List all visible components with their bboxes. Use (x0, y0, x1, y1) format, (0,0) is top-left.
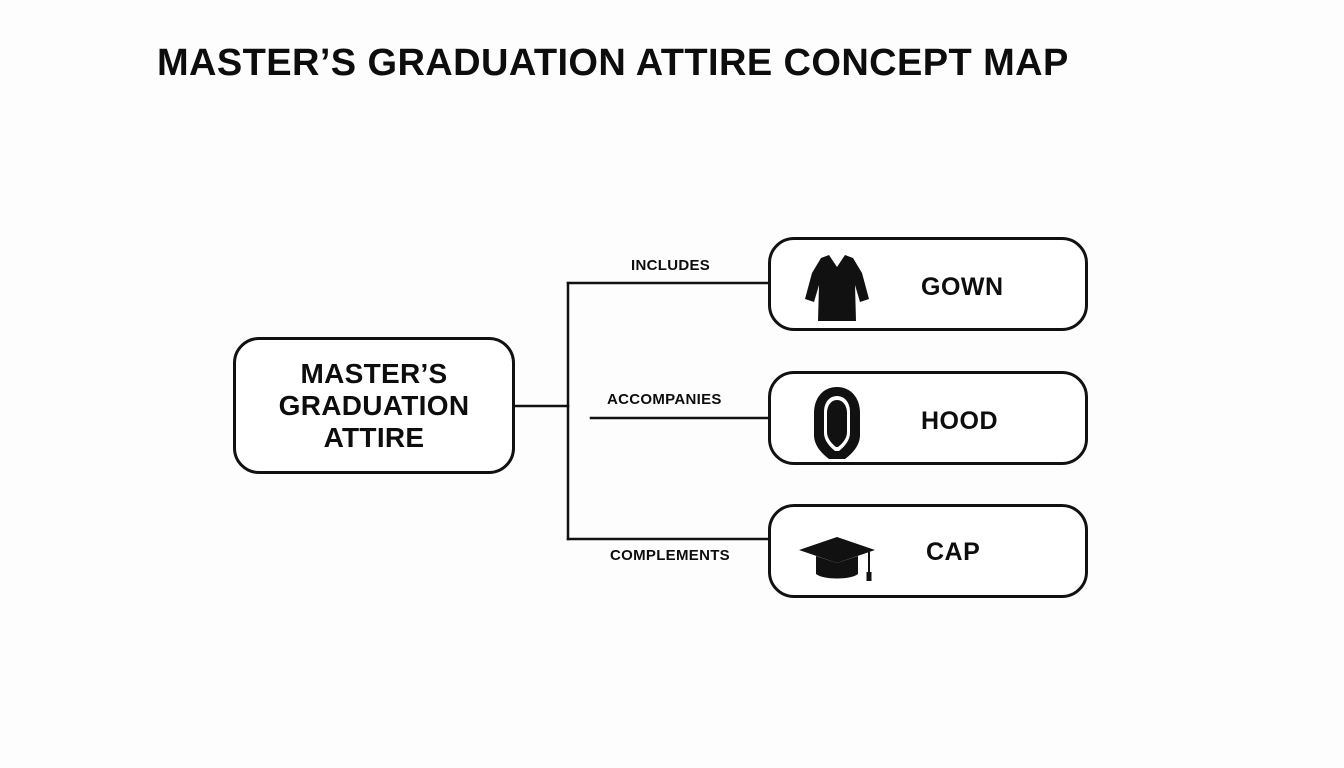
central-concept-node: MASTER’S GRADUATION ATTIRE (233, 337, 515, 474)
gown-node: GOWN (768, 237, 1088, 331)
gown-label: GOWN (921, 273, 1004, 301)
edge-label-complements: COMPLEMENTS (610, 547, 730, 564)
mortarboard-cap-icon (799, 516, 875, 592)
central-label-line-3: ATTIRE (323, 421, 425, 453)
hood-node: HOOD (768, 371, 1088, 465)
central-label-line-1: MASTER’S (300, 357, 448, 389)
edge-label-includes: INCLUDES (631, 257, 711, 274)
central-concept-label: MASTER’S GRADUATION ATTIRE (259, 358, 489, 454)
cap-node: CAP (768, 504, 1088, 598)
page-title: MASTER’S GRADUATION ATTIRE CONCEPT MAP (157, 42, 1069, 84)
cap-label: CAP (926, 538, 981, 566)
central-label-line-2: GRADUATION (278, 389, 470, 421)
hood-icon (799, 383, 875, 459)
edge-label-accompanies: ACCOMPANIES (607, 391, 722, 408)
gown-icon (799, 249, 875, 325)
hood-label: HOOD (921, 407, 998, 435)
